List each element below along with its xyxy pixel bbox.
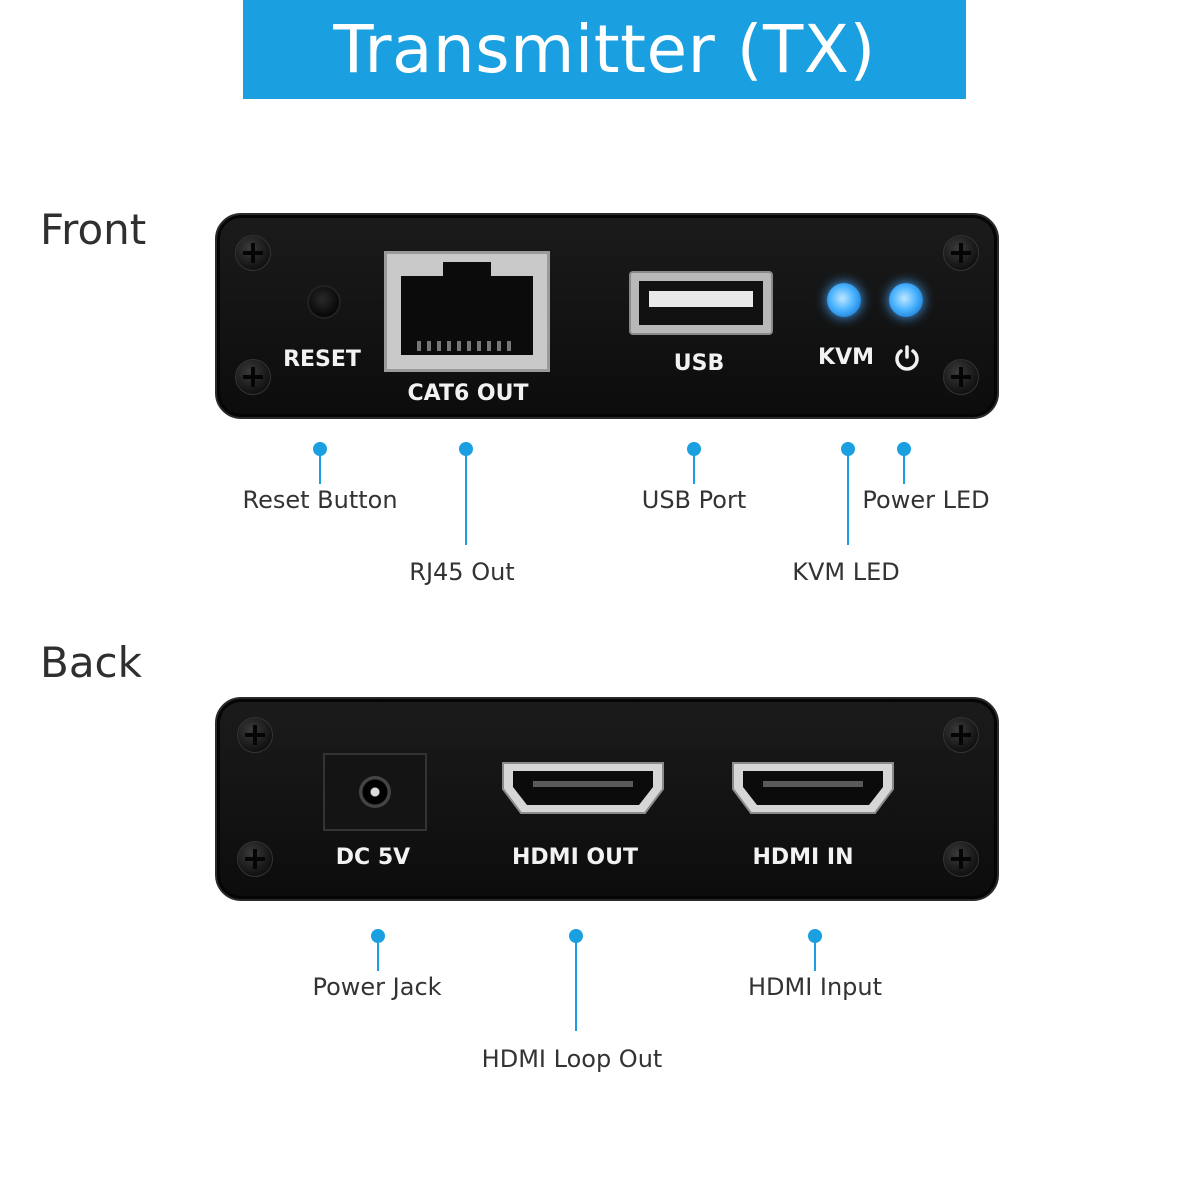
front-panel: RESET CAT6 OUT USB KVM (215, 213, 999, 419)
usb-callout-line (693, 449, 695, 484)
reset-callout-line (319, 449, 321, 484)
front-section-title: Front (40, 205, 147, 254)
hdmi-input-callout-line (814, 936, 816, 971)
hdmi-in-panel-label: HDMI IN (752, 845, 854, 870)
page-title: Transmitter (TX) (333, 11, 876, 88)
hdmi-out-port[interactable] (499, 759, 667, 817)
power-jack-callout-line (377, 936, 379, 971)
power-jack-label: Power Jack (312, 973, 442, 1001)
power-led (889, 283, 923, 317)
screw-icon (943, 359, 979, 395)
screw-icon (943, 235, 979, 271)
reset-button[interactable] (307, 285, 341, 319)
dc-power-jack[interactable] (323, 753, 427, 831)
power-led-callout-line (903, 449, 905, 484)
screw-icon (235, 235, 271, 271)
dc-panel-label: DC 5V (335, 845, 411, 870)
reset-button-label: Reset Button (242, 486, 398, 514)
hdmi-in-port[interactable] (729, 759, 897, 817)
hdmi-loop-callout-line (575, 936, 577, 1031)
screw-icon (943, 841, 979, 877)
screw-icon (237, 841, 273, 877)
kvm-led-label: KVM LED (792, 558, 900, 586)
hdmi-loop-out-label: HDMI Loop Out (481, 1045, 663, 1073)
back-panel: DC 5V HDMI OUT HDMI IN (215, 697, 999, 901)
usb-panel-label: USB (673, 351, 725, 376)
usb-port[interactable] (629, 271, 773, 335)
cat6-panel-label: CAT6 OUT (407, 381, 529, 406)
screw-icon (235, 359, 271, 395)
rj45-port[interactable] (384, 251, 550, 372)
power-symbol-icon (895, 345, 919, 371)
power-led-label: Power LED (862, 486, 990, 514)
screw-icon (237, 717, 273, 753)
usb-port-label: USB Port (641, 486, 747, 514)
kvm-callout-line (847, 449, 849, 545)
reset-panel-label: RESET (283, 347, 361, 372)
title-banner: Transmitter (TX) (243, 0, 966, 99)
back-section-title: Back (40, 638, 142, 687)
hdmi-out-panel-label: HDMI OUT (512, 845, 638, 870)
kvm-led (827, 283, 861, 317)
kvm-panel-label: KVM (818, 345, 874, 370)
hdmi-input-label: HDMI Input (747, 973, 883, 1001)
rj45-out-label: RJ45 Out (409, 558, 515, 586)
screw-icon (943, 717, 979, 753)
rj45-callout-line (465, 449, 467, 545)
